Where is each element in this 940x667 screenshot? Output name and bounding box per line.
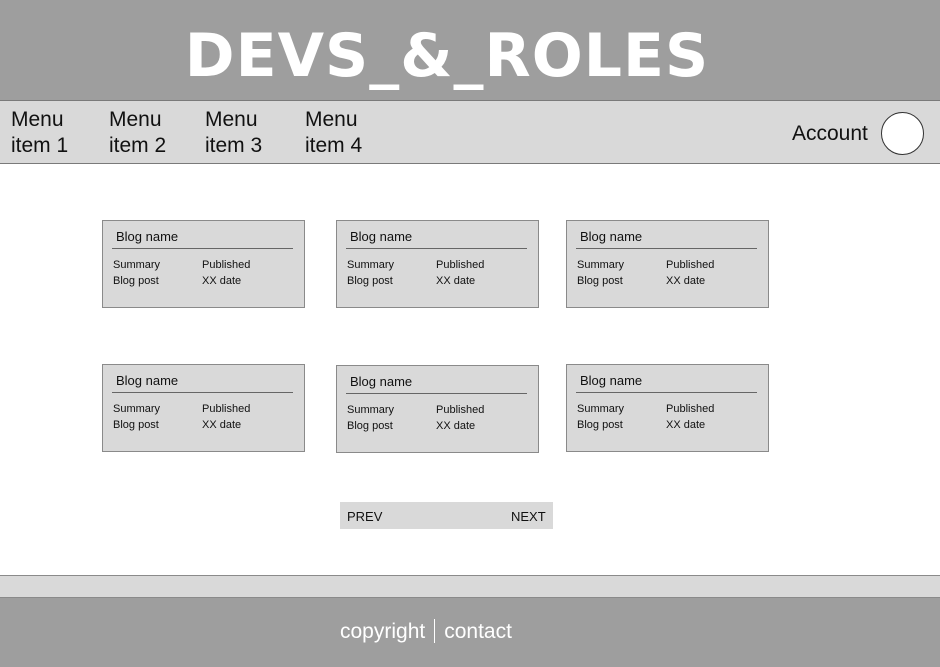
blog-card-title: Blog name xyxy=(350,229,413,244)
nav-menu-item-1-line1: Menu xyxy=(11,108,64,131)
nav-menu-item-3-line2: item 3 xyxy=(205,134,263,157)
nav-menu-item-2-line2: item 2 xyxy=(109,134,167,157)
nav-menu-item-4-line2: item 4 xyxy=(305,134,363,157)
blog-card-title: Blog name xyxy=(350,374,413,389)
blog-card-divider xyxy=(346,248,527,249)
blog-card-published: Published xyxy=(202,403,251,415)
blog-card-divider xyxy=(576,248,757,249)
blog-card-summary: Summary xyxy=(347,259,395,271)
blog-card-title: Blog name xyxy=(580,373,643,388)
blog-card-post: Blog post xyxy=(577,419,623,431)
copyright-link[interactable]: copyright xyxy=(340,620,426,643)
blog-card-published: Published xyxy=(666,259,715,271)
nav-menu-item-4[interactable]: Menu item 4 xyxy=(305,107,385,159)
contact-link[interactable]: contact xyxy=(444,620,512,643)
blog-card-date: XX date xyxy=(436,275,476,287)
blog-card-title: Blog name xyxy=(116,229,179,244)
site-title: DEVS_&_ROLES xyxy=(184,21,710,91)
blog-card-2[interactable]: Blog name Summary Published Blog post XX… xyxy=(336,220,539,308)
next-button[interactable]: NEXT xyxy=(511,509,546,524)
pagination: PREV NEXT xyxy=(340,502,553,529)
blog-card-summary: Summary xyxy=(113,259,161,271)
site-footer: copyright contact xyxy=(0,598,940,667)
blog-card-post: Blog post xyxy=(347,420,393,432)
nav-menu-item-1-line2: item 1 xyxy=(11,134,69,157)
blog-card-summary: Summary xyxy=(347,404,395,416)
blog-card-divider xyxy=(346,393,527,394)
blog-card-divider xyxy=(112,392,293,393)
footer-separator xyxy=(434,619,436,643)
blog-card-title: Blog name xyxy=(116,373,179,388)
blog-card-6[interactable]: Blog name Summary Published Blog post XX… xyxy=(566,364,769,452)
blog-card-summary: Summary xyxy=(113,403,161,415)
account-link[interactable]: Account xyxy=(792,122,868,145)
blog-card-summary: Summary xyxy=(577,259,625,271)
blog-card-date: XX date xyxy=(202,275,242,287)
blog-card-date: XX date xyxy=(666,419,706,431)
blog-card-summary: Summary xyxy=(577,403,625,415)
blog-card-5[interactable]: Blog name Summary Published Blog post XX… xyxy=(336,365,539,453)
blog-card-published: Published xyxy=(436,404,485,416)
nav-bar: Menu item 1 Menu item 2 Menu item 3 Menu… xyxy=(0,100,940,164)
nav-menu-item-2-line1: Menu xyxy=(109,108,162,131)
blog-card-4[interactable]: Blog name Summary Published Blog post XX… xyxy=(102,364,305,452)
blog-card-title: Blog name xyxy=(580,229,643,244)
nav-menu-item-3[interactable]: Menu item 3 xyxy=(205,107,285,159)
nav-menu-item-4-line1: Menu xyxy=(305,108,358,131)
blog-card-divider xyxy=(112,248,293,249)
blog-card-published: Published xyxy=(436,259,485,271)
prev-button[interactable]: PREV xyxy=(347,509,383,524)
blog-card-post: Blog post xyxy=(347,275,393,287)
nav-menu-item-3-line1: Menu xyxy=(205,108,258,131)
nav-menu-item-2[interactable]: Menu item 2 xyxy=(109,107,189,159)
blog-card-post: Blog post xyxy=(113,419,159,431)
footer-divider-strip xyxy=(0,575,940,598)
blog-card-published: Published xyxy=(666,403,715,415)
site-header: DEVS_&_ROLES xyxy=(0,0,940,100)
account-avatar-icon[interactable] xyxy=(881,112,924,155)
blog-card-divider xyxy=(576,392,757,393)
blog-card-3[interactable]: Blog name Summary Published Blog post XX… xyxy=(566,220,769,308)
blog-card-published: Published xyxy=(202,259,251,271)
blog-card-post: Blog post xyxy=(113,275,159,287)
blog-card-1[interactable]: Blog name Summary Published Blog post XX… xyxy=(102,220,305,308)
blog-card-date: XX date xyxy=(202,419,242,431)
blog-card-post: Blog post xyxy=(577,275,623,287)
blog-card-date: XX date xyxy=(666,275,706,287)
nav-menu-item-1[interactable]: Menu item 1 xyxy=(11,107,91,159)
footer-links: copyright contact xyxy=(340,619,512,645)
blog-card-date: XX date xyxy=(436,420,476,432)
